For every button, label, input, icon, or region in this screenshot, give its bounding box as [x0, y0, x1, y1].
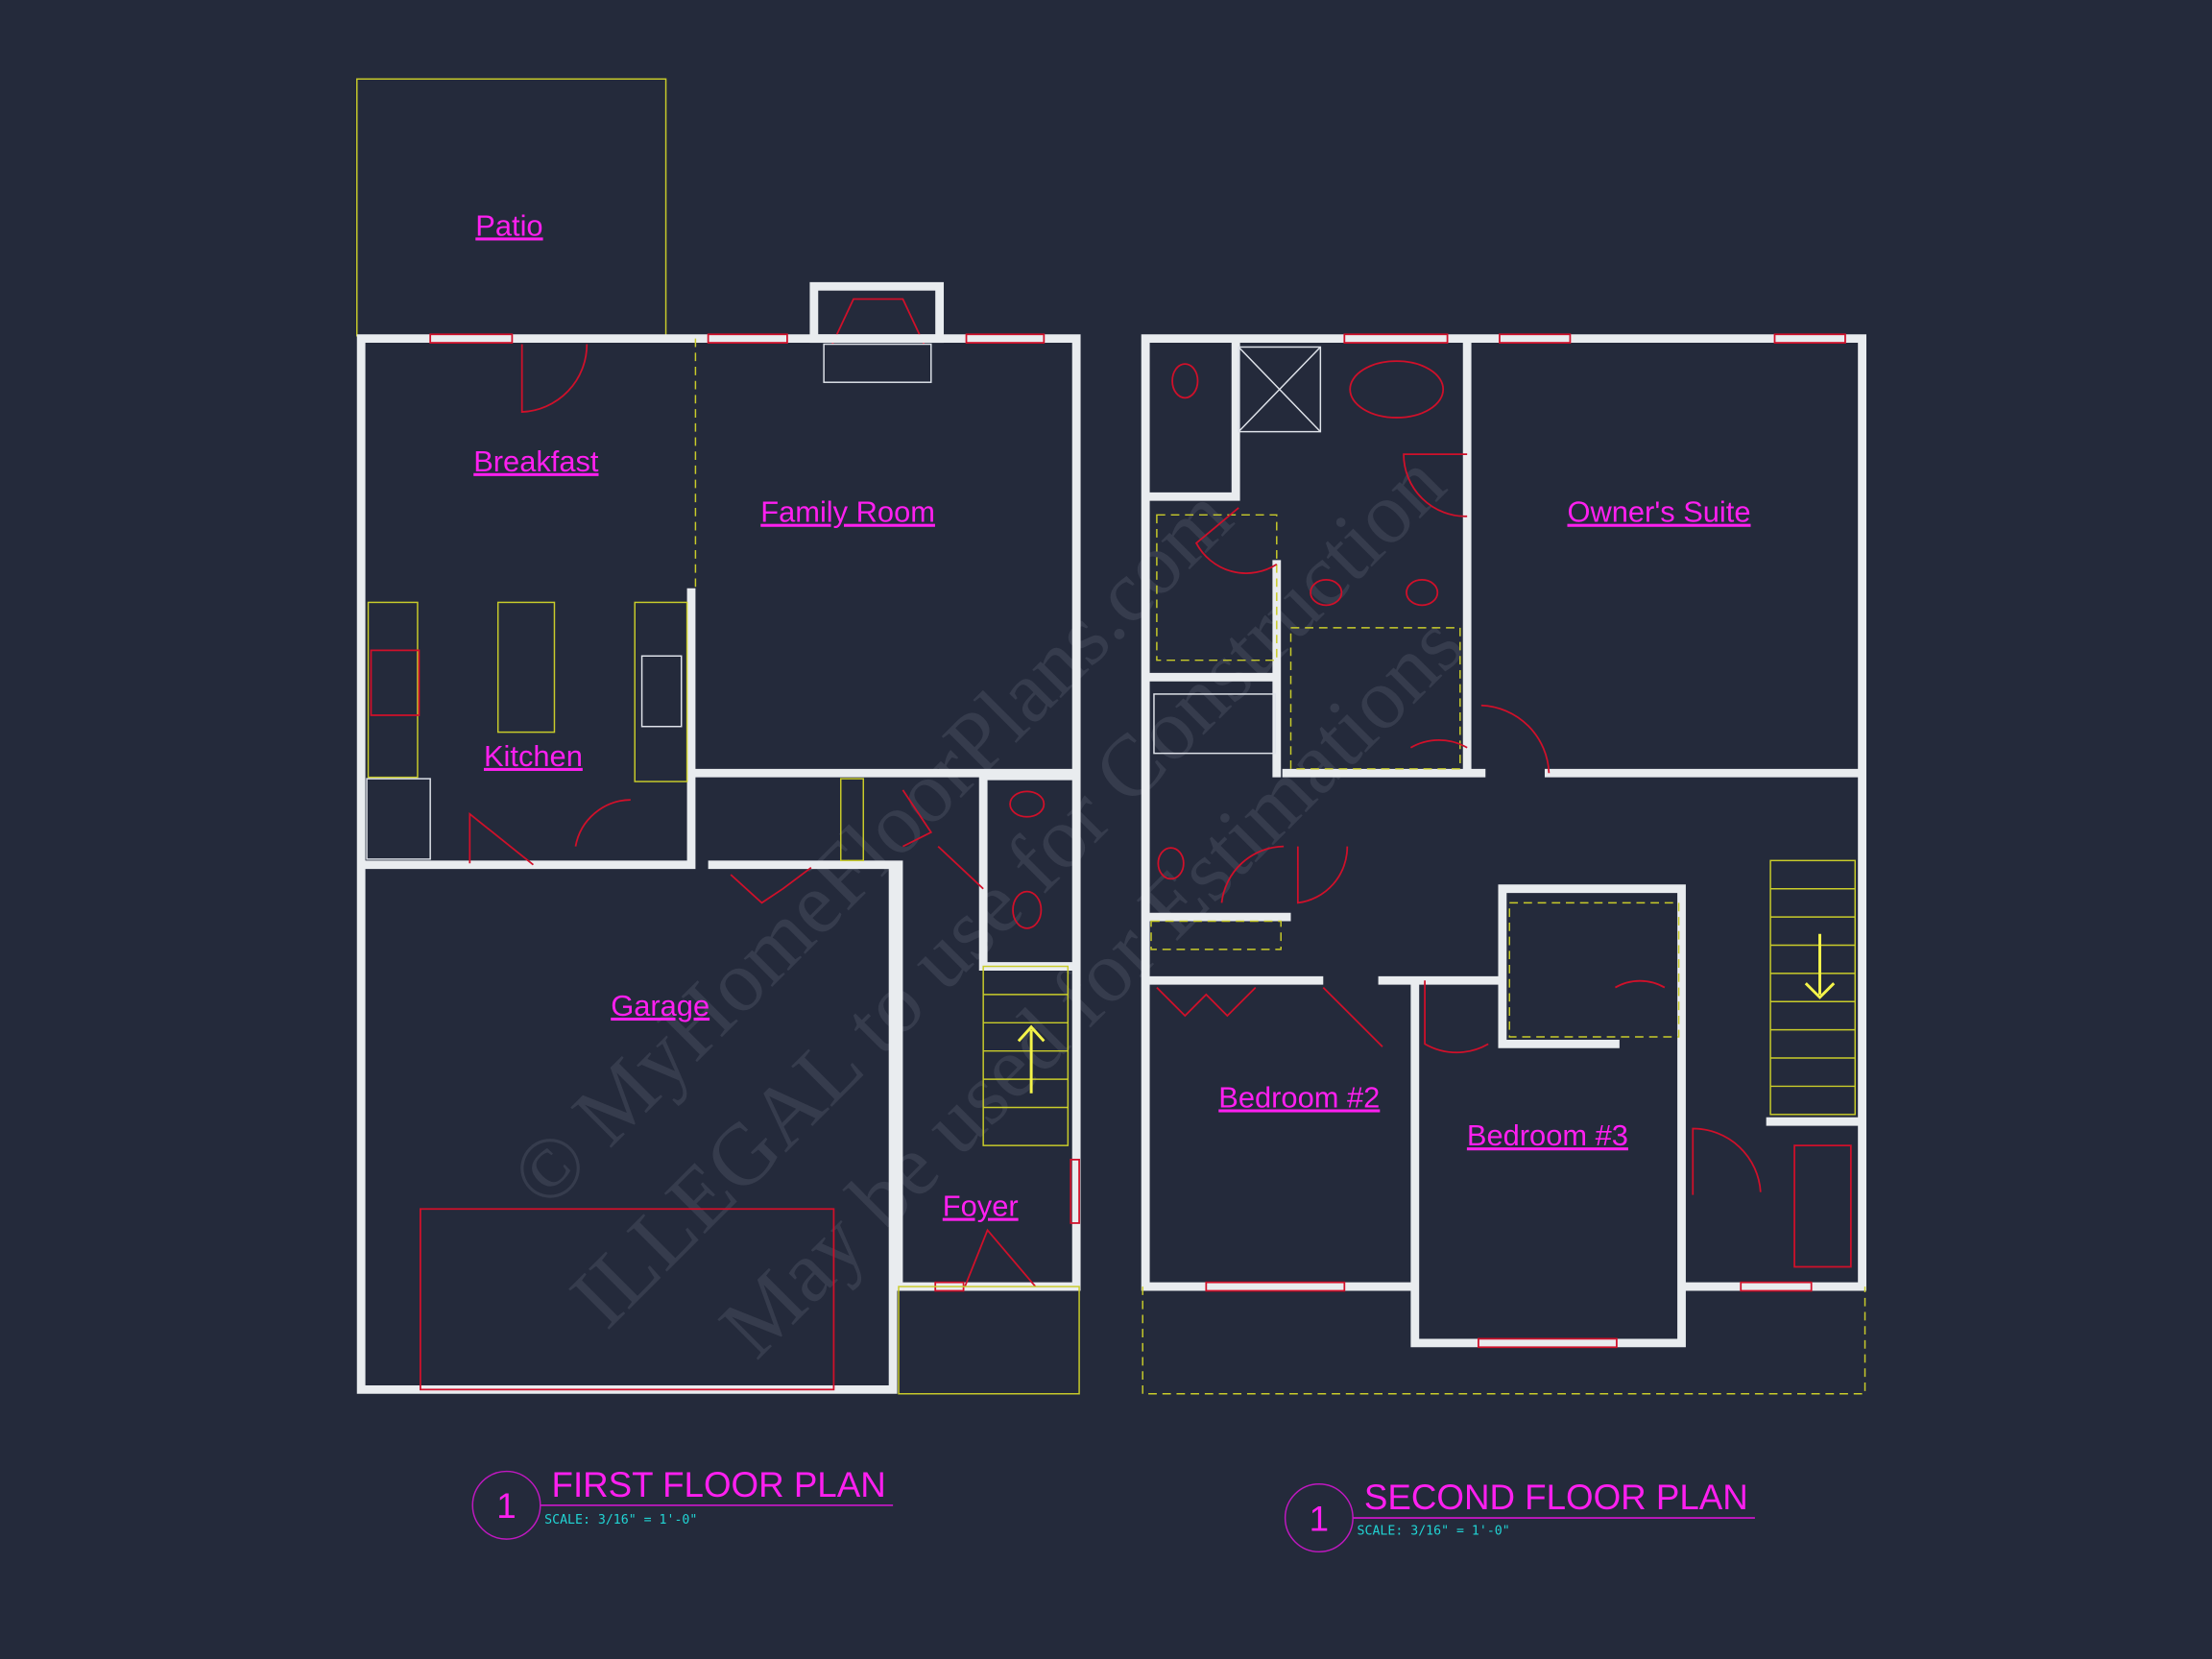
garage-door — [419, 1208, 835, 1391]
detail-number: 1 — [1310, 1499, 1329, 1538]
fireplace — [831, 298, 926, 345]
sink-icon — [1310, 579, 1343, 607]
plan-scale: SCALE: 3/16" = 1'-0" — [544, 1513, 697, 1527]
porch-outline — [898, 1286, 1080, 1395]
room-labels: Patio Breakfast Family Room Kitchen Gara… — [473, 208, 1750, 1222]
sink-icon — [1406, 579, 1439, 607]
patio-door — [520, 344, 589, 413]
fireplace-bump — [809, 281, 945, 344]
plan-scale: SCALE: 3/16" = 1'-0" — [1358, 1525, 1510, 1539]
room-label-owners-suite: Owner's Suite — [1567, 495, 1750, 529]
watermark-line-3: May be used for Estimations — [702, 595, 1481, 1375]
second-floor-title-block: 1 SECOND FLOOR PLAN SCALE: 3/16" = 1'-0" — [1284, 1478, 1755, 1553]
stairs-down — [1769, 859, 1856, 1116]
room-label-family-room: Family Room — [760, 495, 935, 529]
range-icon — [370, 649, 421, 716]
kitchen-doors — [469, 799, 631, 866]
foyer-doors — [902, 789, 1037, 1287]
room-label-foyer: Foyer — [943, 1190, 1019, 1223]
garage-door-swing — [730, 866, 812, 904]
room-label-garage: Garage — [611, 989, 709, 1022]
windows — [1205, 333, 1846, 1349]
plan-title: SECOND FLOOR PLAN — [1364, 1478, 1748, 1517]
lavatory-icon — [1009, 790, 1046, 818]
toilet-icon — [1012, 890, 1043, 929]
room-label-patio: Patio — [475, 208, 542, 242]
doors — [1156, 453, 1762, 1195]
sink-icon — [640, 655, 683, 728]
lavatory-icon — [1157, 847, 1185, 880]
kitchen-island — [496, 601, 556, 733]
toilet-icon — [1171, 363, 1199, 399]
room-label-bedroom-2: Bedroom #2 — [1218, 1080, 1380, 1114]
room-label-kitchen: Kitchen — [484, 739, 583, 773]
arrow-down-icon — [1804, 933, 1836, 999]
first-floor-title-block: 1 FIRST FLOOR PLAN SCALE: 3/16" = 1'-0" — [471, 1465, 894, 1540]
shower-icon — [1238, 346, 1322, 433]
second-floor-plan — [1141, 333, 1866, 1395]
washer-dryer-icon — [1793, 1144, 1852, 1268]
bathtub-icon — [1349, 360, 1445, 419]
watermark: © MyHomeFloorPlans.com ILLEGAL to use fo… — [492, 434, 1481, 1375]
first-floor-plan — [356, 78, 1081, 1395]
arrow-up-icon — [1017, 1024, 1046, 1094]
room-label-breakfast: Breakfast — [473, 445, 599, 478]
tub-icon — [1153, 693, 1277, 755]
room-label-bedroom-3: Bedroom #3 — [1467, 1118, 1628, 1152]
stairs-up — [982, 965, 1070, 1146]
watermark-line-1: © MyHomeFloorPlans.com — [492, 468, 1250, 1226]
patio-outline — [356, 78, 667, 337]
plan-title: FIRST FLOOR PLAN — [552, 1465, 886, 1504]
detail-number: 1 — [496, 1486, 516, 1526]
hearth — [823, 343, 932, 383]
